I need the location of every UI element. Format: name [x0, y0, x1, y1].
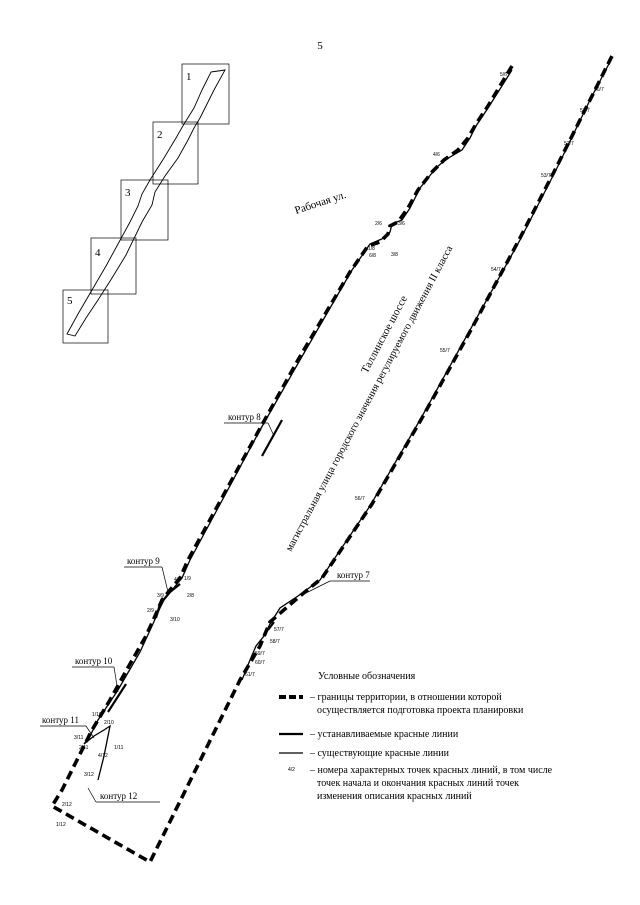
point-1-10: 1/10	[92, 712, 102, 718]
point-57-7: 57/7	[274, 627, 284, 633]
point-4-9: 4/9	[174, 577, 181, 583]
existing-red-line-west	[83, 69, 513, 745]
leader-contour-12-b	[87, 787, 97, 803]
established-red-line-contour-9	[154, 583, 181, 619]
legend-points-text-3: изменения описания красных линий	[317, 791, 472, 802]
point-3-12: 3/12	[84, 772, 94, 778]
existing-red-line-east	[241, 57, 613, 681]
legend-point-sample: 4/2	[288, 767, 295, 773]
point-50-7: 50/7	[594, 87, 604, 93]
legend-boundary-text-2: осуществляется подготовка проекта планир…	[317, 705, 524, 716]
point-52-7: 52/7	[564, 141, 574, 147]
contour-8-label: контур 8	[228, 412, 261, 422]
legend-boundary-text: – границы территории, в отношении которо…	[309, 692, 502, 703]
contour-10-label: контур 10	[75, 656, 113, 666]
page-number: 5	[317, 40, 323, 52]
point-3-8: 3/8	[391, 252, 398, 258]
point-1-11: 1/11	[114, 745, 124, 751]
established-red-line-contour-8	[261, 419, 283, 457]
index-map	[62, 63, 230, 344]
index-cell-4	[90, 237, 137, 295]
leader-contour-7-b	[303, 580, 331, 595]
leader-contour-11-b	[85, 725, 95, 739]
legend-established-text: – устанавливаемые красные линии	[309, 729, 459, 740]
point-3-11: 3/11	[74, 735, 84, 741]
point-2-9: 2/9	[147, 608, 154, 614]
point-56-7: 56/7	[355, 496, 365, 502]
index-label-1: 1	[186, 71, 192, 83]
leader-contour-9-b	[161, 566, 169, 593]
point-61-7: 61/7	[245, 672, 255, 678]
contour-11-label: контур 11	[42, 715, 79, 725]
established-red-lines	[107, 419, 283, 713]
point-2-11: 2/11	[79, 745, 89, 751]
index-label-5: 5	[67, 295, 73, 307]
index-territory-outline	[66, 69, 226, 337]
contour-7-label: контур 7	[337, 570, 370, 580]
index-label-2: 2	[157, 129, 163, 141]
point-1-9: 1/9	[184, 576, 191, 582]
legend-existing-text: – существующие красные линии	[309, 748, 450, 759]
index-cell-1	[181, 63, 230, 125]
leader-contour-8-b	[267, 422, 275, 437]
point-2-8: 2/8	[187, 593, 194, 599]
contour-12-label: контур 12	[100, 791, 137, 801]
index-cell-2	[152, 121, 199, 185]
point-labels: 5/6 4/6 3/6 2/6 1/8 3/8 6/8 4/9 1/9 3/9 …	[56, 72, 604, 828]
legend-points-text-1: – номера характерных точек красных линий…	[309, 765, 553, 776]
point-51-7: 51/7	[580, 108, 590, 114]
point-60-7: 60/7	[255, 660, 265, 666]
point-58-7: 58/7	[270, 639, 280, 645]
legend: Условные обозначения – границы территори…	[279, 671, 553, 802]
point-1-12: 1/12	[56, 822, 66, 828]
street-label-rabochaya: Рабочая ул.	[293, 189, 348, 217]
leader-contour-10-b	[113, 666, 119, 693]
point-4-6: 4/6	[433, 152, 440, 158]
point-2-10: 2/10	[104, 720, 114, 726]
point-4-12: 4/12	[98, 753, 108, 759]
territory-boundary	[49, 55, 614, 865]
point-6-8: 6/8	[369, 253, 376, 259]
point-3-9: 3/9	[157, 593, 164, 599]
point-3-10: 3/10	[170, 617, 180, 623]
legend-title: Условные обозначения	[318, 671, 416, 682]
contour-leaders	[40, 422, 370, 803]
point-5-6: 5/6	[500, 72, 507, 78]
point-59-7: 59/7	[255, 651, 265, 657]
legend-points-text-2: точек начала и окончания красных линий т…	[317, 778, 519, 789]
established-red-line-contour-10	[107, 683, 127, 713]
point-2-12: 2/12	[62, 802, 72, 808]
point-2-6: 2/6	[375, 221, 382, 227]
point-53-7: 53/7	[541, 173, 551, 179]
contour-9-label: контур 9	[127, 556, 160, 566]
point-1-8: 1/8	[368, 246, 375, 252]
index-cell-5	[62, 289, 109, 344]
point-55-7: 55/7	[440, 348, 450, 354]
point-3-6: 3/6	[398, 221, 405, 227]
index-label-4: 4	[95, 247, 101, 259]
point-54-7: 54/7	[491, 267, 501, 273]
index-label-3: 3	[125, 187, 131, 199]
red-line-contour-11	[83, 724, 111, 781]
index-cell-3	[120, 179, 169, 241]
